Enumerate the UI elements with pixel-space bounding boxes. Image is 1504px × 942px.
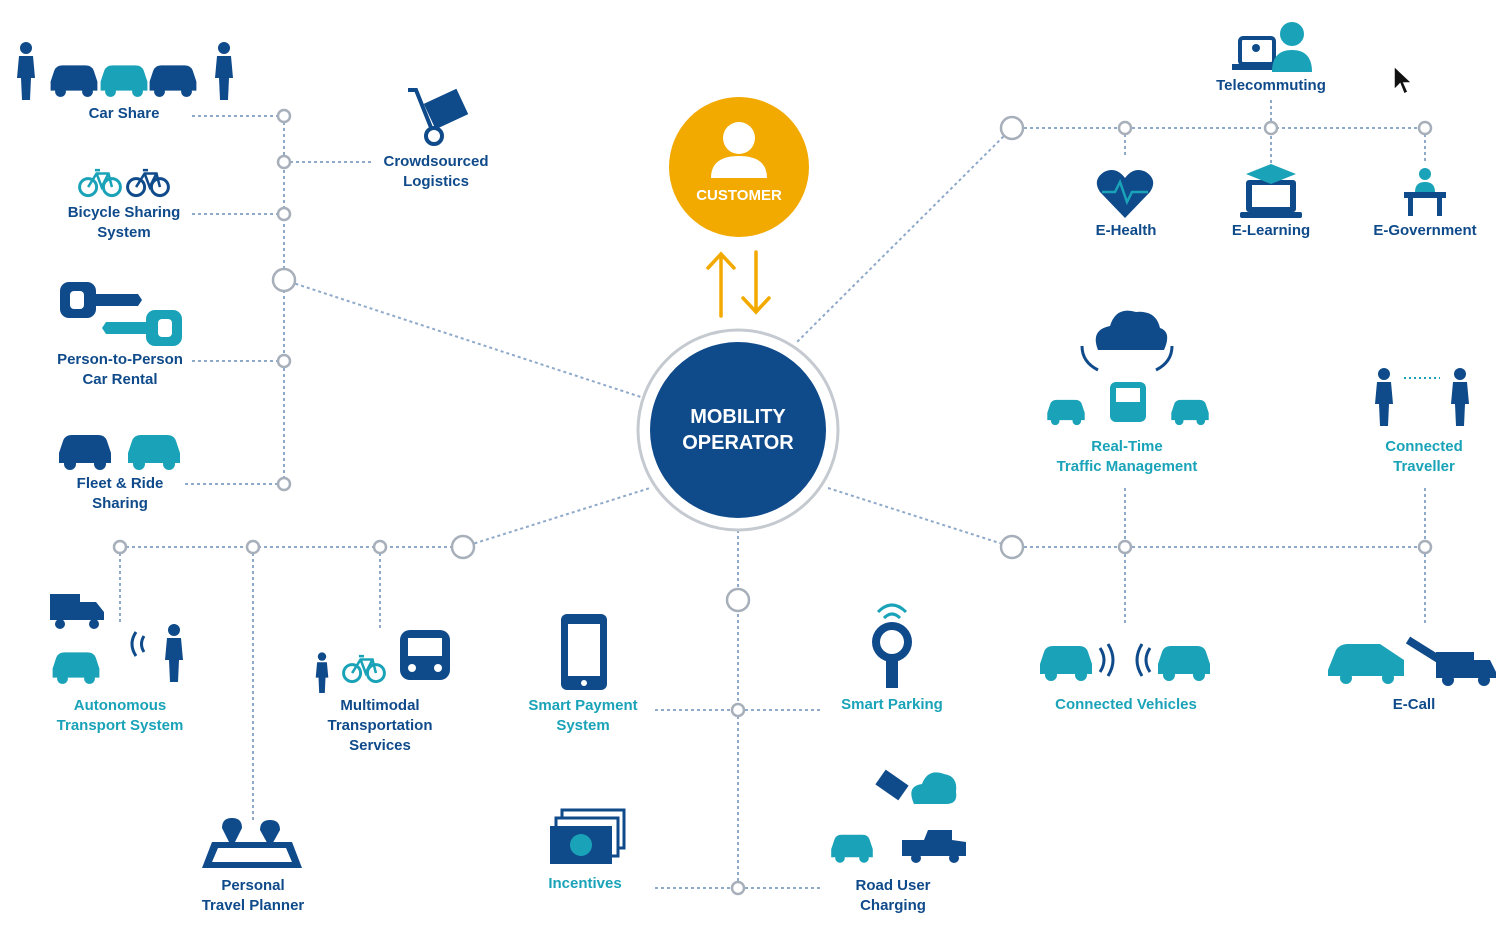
bicycle-sharing-icon <box>78 168 170 198</box>
car-share-icon <box>17 42 233 100</box>
connector-lines <box>119 100 1426 889</box>
smartphone-icon <box>561 614 607 690</box>
autonomous-transport-icon <box>50 594 183 684</box>
customer-node <box>669 97 809 237</box>
label-e-health: E-Health <box>1095 222 1157 239</box>
mobility-operator-title: MOBILITY OPERATOR <box>682 406 794 454</box>
government-desk-icon <box>1404 168 1446 216</box>
label-connected-vehicles: Connected Vehicles <box>1055 696 1197 713</box>
money-stack-icon <box>550 808 626 864</box>
label-incentives: Incentives <box>548 875 622 892</box>
connected-traveller-icon <box>1375 368 1469 426</box>
label-e-learning: E-Learning <box>1231 222 1311 239</box>
label-e-government: E-Government <box>1373 222 1477 239</box>
junction-nodes <box>112 108 1433 896</box>
map-pins-icon <box>202 818 302 868</box>
label-car-share: Car Share <box>88 105 160 122</box>
multimodal-icon <box>315 630 450 693</box>
customer-label: CUSTOMER <box>696 187 782 204</box>
label-smart-parking: Smart Parking <box>841 696 943 713</box>
fleet-ride-sharing-icon <box>59 435 180 470</box>
mobility-operator-hub <box>636 328 840 532</box>
road-charging-icon <box>831 769 966 863</box>
label-e-call: E-Call <box>1392 696 1436 713</box>
connected-vehicles-icon <box>1040 643 1210 681</box>
tow-truck-icon <box>1328 636 1496 686</box>
laptop-graduation-icon <box>1240 164 1302 218</box>
exchange-arrows-icon <box>706 250 771 318</box>
label-telecommuting: Telecommuting <box>1216 77 1326 94</box>
telecommuting-icon <box>1232 22 1312 72</box>
mouse-cursor-icon <box>1393 64 1414 96</box>
traffic-management-icon <box>1047 310 1209 426</box>
smart-parking-icon <box>872 603 912 688</box>
hand-truck-icon <box>408 88 469 146</box>
heart-icon <box>1096 170 1154 218</box>
car-keys-icon <box>60 282 182 346</box>
